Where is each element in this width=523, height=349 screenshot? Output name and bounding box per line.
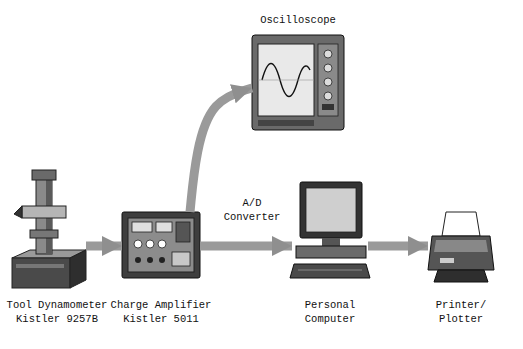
- printer-figure: [428, 212, 494, 282]
- device-node: Oscilloscope: [252, 35, 344, 130]
- signal-arrow: [190, 88, 252, 212]
- signal-arrow: [368, 242, 428, 251]
- signal-arrow: [86, 242, 122, 251]
- signal-arrow: [200, 242, 292, 251]
- device-node: Personal Computer: [292, 182, 368, 278]
- edge-label: A/D Converter: [217, 196, 287, 224]
- device-caption: Oscilloscope: [252, 13, 344, 27]
- device-node: Printer/ Plotter: [428, 210, 494, 282]
- device-caption: Charge Amplifier Kistler 5011: [107, 298, 215, 326]
- charge-amplifier-figure: [122, 212, 200, 278]
- computer-figure: [290, 182, 370, 278]
- oscilloscope-figure: [252, 35, 344, 130]
- device-caption: Personal Computer: [292, 298, 368, 326]
- device-node: Tool Dynamometer Kistler 9257B: [8, 168, 86, 290]
- device-caption: Printer/ Plotter: [428, 298, 494, 326]
- device-caption: Tool Dynamometer Kistler 9257B: [4, 298, 110, 326]
- device-node: Charge Amplifier Kistler 5011: [122, 212, 200, 278]
- dynamometer-figure: [12, 170, 86, 288]
